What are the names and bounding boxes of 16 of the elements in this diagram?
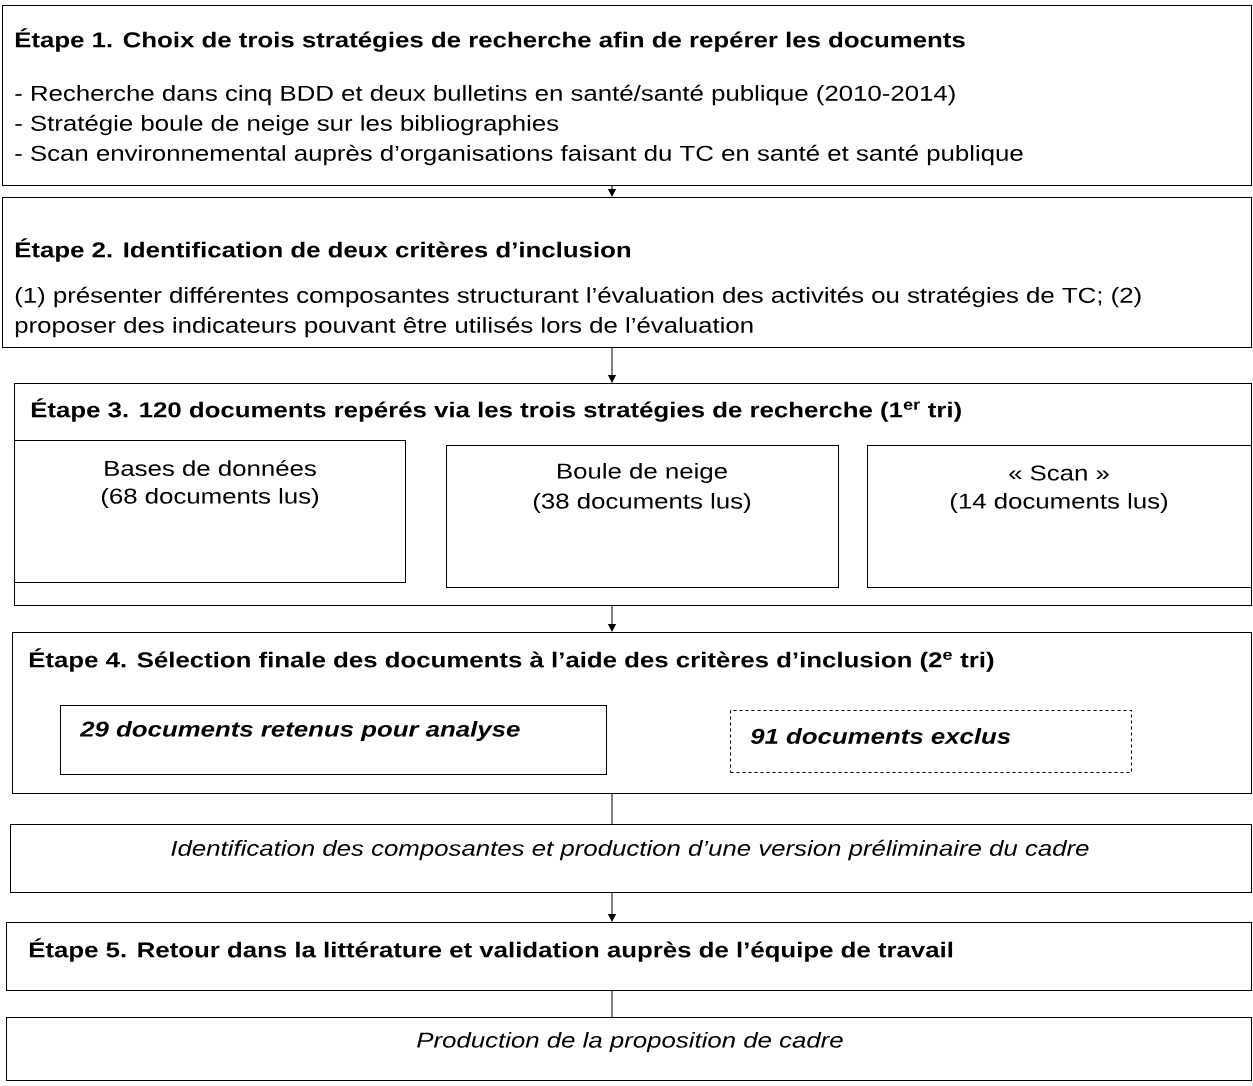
source-box: « Scan » (14 documents lus)	[867, 445, 1252, 588]
step-box: Étape 5. Retour dans la littérature et validation auprès de l’équipe de travail	[6, 922, 1252, 991]
source-box: Boule de neige (38 documents lus)	[446, 445, 839, 588]
result-box: 91 documents exclus	[730, 710, 1132, 773]
connector-line	[611, 793, 613, 825]
process-box: Production de la proposition de cadre	[6, 1017, 1252, 1081]
arrow	[608, 605, 616, 632]
arrow	[608, 347, 616, 383]
process-box: Identification des composantes et production d’une version préliminaire du cadre	[10, 824, 1252, 893]
source-box: Bases de données (68 documents lus)	[14, 440, 406, 583]
arrow	[608, 892, 616, 922]
connector-line	[611, 990, 613, 1018]
result-box: 29 documents retenus pour analyse	[60, 705, 607, 775]
step-box: Étape 1. Choix de trois stratégies de recherche afin de repérer les documents - Recherche dans cinq BDD et deux bulletins en santé/santé publique (2010-2014) - Stratégie boule de neige sur les bibliographies - Scan environnemental auprès d’organisations faisant du TC en santé et santé publique	[2, 5, 1252, 186]
step-box: Étape 2. Identification de deux critères d’inclusion (1) présenter différentes composantes structurant l’évaluation des activités ou stratégies de TC; (2) proposer des indicateurs pouvant être utilisés lors de l’évaluation	[2, 197, 1252, 348]
arrow	[608, 185, 616, 197]
